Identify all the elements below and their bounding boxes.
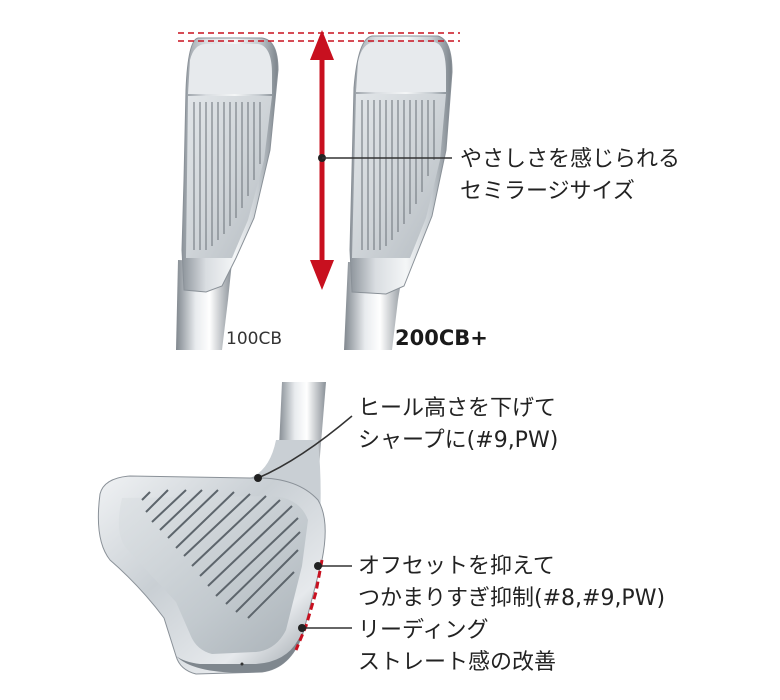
offset-callout-line1: オフセットを抑えて <box>358 554 555 579</box>
iron-200cb-plus <box>344 35 453 350</box>
wedge-head <box>97 382 326 675</box>
top-callout-leader <box>318 154 452 162</box>
top-callout-line2: セミラージサイズ <box>460 179 635 204</box>
leading-edge-callout-line2: ストレート感の改善 <box>358 650 557 675</box>
bottom-callout-leaders <box>257 415 353 629</box>
heel-callout-line2: シャープに(#9,PW) <box>358 428 559 453</box>
heel-point-dot <box>254 474 262 482</box>
leading-edge-callout-line1: リーディング <box>358 618 489 643</box>
model-label-200cb-plus: 200CB+ <box>395 326 488 350</box>
iron-100cb <box>176 37 279 350</box>
leading-edge-dashed-line <box>294 559 324 651</box>
heel-callout-line1: ヒール高さを下げて <box>358 396 557 421</box>
offset-point-dot <box>314 562 322 570</box>
offset-callout-line2: つかまりすぎ抑制(#8,#9,PW) <box>358 586 666 611</box>
model-label-100cb: 100CB <box>226 329 282 349</box>
leading-edge-point-dot <box>298 624 306 632</box>
top-callout-line1: やさしさを感じられる <box>460 147 681 172</box>
